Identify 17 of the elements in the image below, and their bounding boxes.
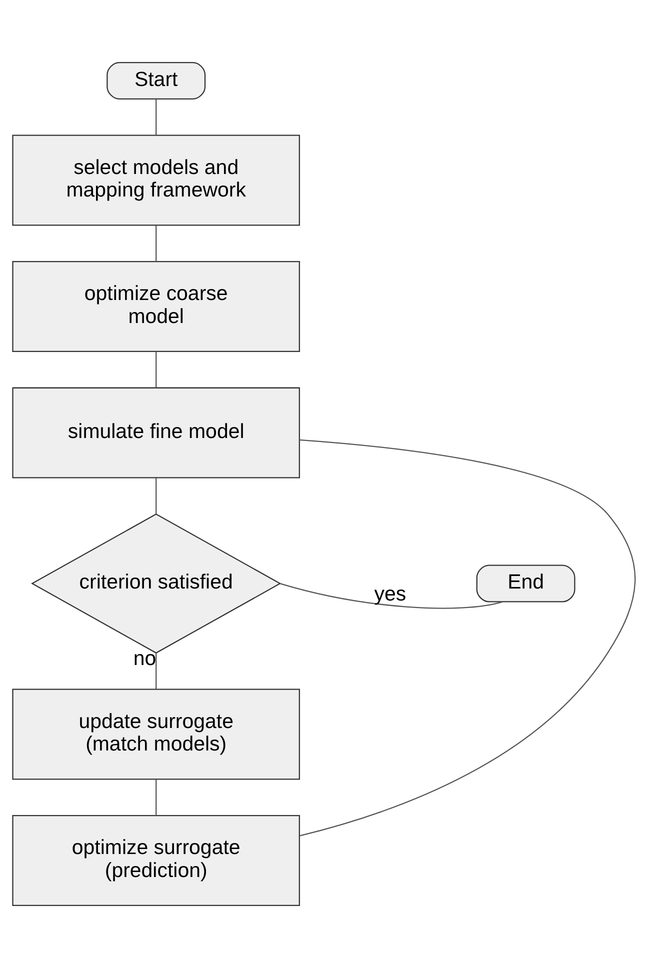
connector [156, 653, 157, 689]
edge-label: yes [374, 582, 406, 606]
connector [280, 582, 503, 609]
connector [156, 478, 157, 514]
connector [156, 99, 157, 136]
connector [156, 352, 157, 388]
connector [156, 779, 157, 816]
connector [156, 226, 157, 262]
node-box: optimize surrogate (prediction) [12, 815, 300, 906]
node-diamond: criterion satisfied [31, 514, 282, 654]
connector [300, 439, 636, 836]
node-box: select models and mapping framework [12, 134, 300, 226]
node-box: Start [106, 62, 206, 100]
node-box: simulate fine model [12, 387, 300, 478]
node-box: optimize coarse model [12, 261, 300, 352]
node-box: update surrogate (match models) [12, 688, 300, 780]
node-box: End [476, 564, 576, 602]
